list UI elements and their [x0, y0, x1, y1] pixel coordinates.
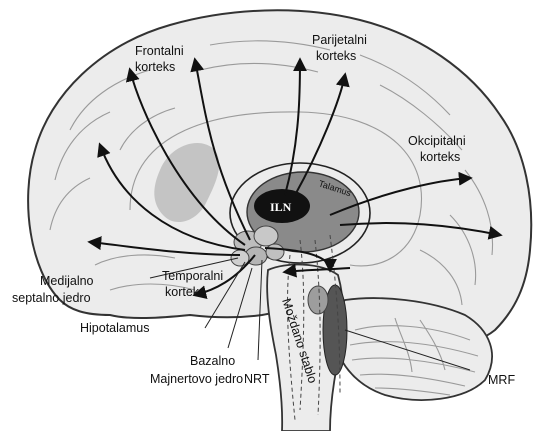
- label-frontal-line1: Frontalni: [135, 44, 184, 58]
- label-medial-septal-line2: septalno jedro: [12, 291, 91, 305]
- label-frontal-line2: korteks: [135, 60, 175, 74]
- label-hypothalamus: Hipotalamus: [80, 321, 149, 335]
- label-mrf: MRF: [488, 373, 515, 387]
- label-parietal-line1: Parijetalni: [312, 33, 367, 47]
- label-occipital-line1: Okcipitalni: [408, 134, 466, 148]
- label-basal-line2: Majnertovo jedro: [150, 372, 243, 386]
- label-nrt: NRT: [244, 372, 270, 386]
- label-temporal-line1: Temporalni: [162, 269, 223, 283]
- label-iln: ILN: [270, 200, 292, 214]
- label-occipital-line2: korteks: [420, 150, 460, 164]
- brainstem-nucleus: [308, 286, 328, 314]
- label-basal: Bazalno Majnertovo jedro: [150, 354, 243, 386]
- label-basal-line1: Bazalno: [190, 354, 235, 368]
- label-temporal-line2: korteks: [165, 285, 205, 299]
- label-medial-septal-line1: Medijalno: [40, 274, 94, 288]
- label-parietal-line2: korteks: [316, 49, 356, 63]
